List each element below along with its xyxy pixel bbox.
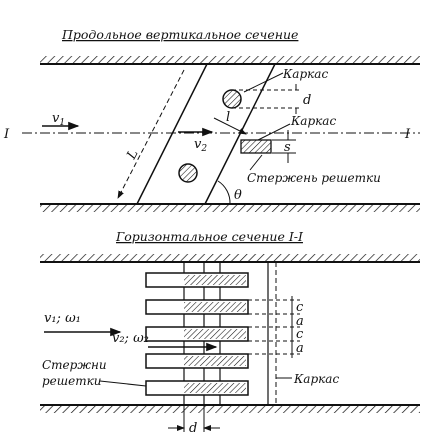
label-d: d [303, 93, 311, 108]
frame-circle-lower [178, 163, 198, 183]
leader-bar [249, 154, 263, 171]
bottom-section-title: Горизонтальное сечение I-I [115, 229, 304, 244]
label-v2: v2 [194, 137, 207, 154]
bottom-channel-top-wall [40, 254, 420, 263]
label-c-1: c [296, 300, 304, 315]
section-label-right: I [404, 127, 411, 142]
label-frame-2: Каркас [290, 114, 336, 128]
frame-circle-upper [222, 89, 242, 109]
dim-c-a [248, 296, 300, 358]
label-L: L [124, 147, 142, 163]
label-d-bottom: d [189, 421, 197, 436]
grid-bar-2 [145, 299, 249, 315]
label-a-1: a [296, 314, 304, 329]
top-section-title: Продольное вертикальное сечение [61, 27, 298, 42]
label-bars-line-1: Стержни [42, 358, 107, 372]
top-channel-top-wall [40, 56, 420, 65]
grid-bar-section [240, 139, 272, 154]
leader-frame-2 [257, 123, 291, 141]
dim-L [117, 69, 185, 199]
top-channel-bottom-wall [40, 203, 420, 212]
grid-bar-5 [145, 380, 249, 396]
label-c-2: c [296, 327, 304, 342]
dim-l [213, 117, 247, 135]
grid-bar-4 [145, 353, 249, 369]
dim-d-bottom [168, 405, 220, 432]
label-flow-v1-w1: v₁; ω₁ [44, 311, 81, 326]
leader-frame-1 [243, 72, 284, 93]
bottom-channel-bottom-wall [40, 404, 420, 413]
label-l: l [226, 110, 230, 125]
leader-bars [99, 380, 147, 387]
label-v1: v1 [52, 111, 65, 128]
label-bars-line-2: решетки [42, 374, 102, 388]
dim-d [232, 84, 300, 114]
label-a-2: a [296, 341, 304, 356]
label-flow-v2-w2: v₂; ω₂ [112, 331, 149, 346]
angle-theta [217, 180, 231, 205]
grid-bar-3 [145, 326, 249, 342]
label-theta: θ [234, 188, 242, 203]
label-s: s [284, 140, 291, 155]
dim-s [272, 130, 296, 163]
grid-bars [145, 272, 249, 396]
grid-bar-1 [145, 272, 249, 288]
label-frame-bottom: Каркас [293, 372, 339, 386]
label-frame-1: Каркас [282, 67, 328, 81]
section-label-left: I [3, 127, 10, 142]
label-bar: Стержень решетки [247, 171, 381, 185]
